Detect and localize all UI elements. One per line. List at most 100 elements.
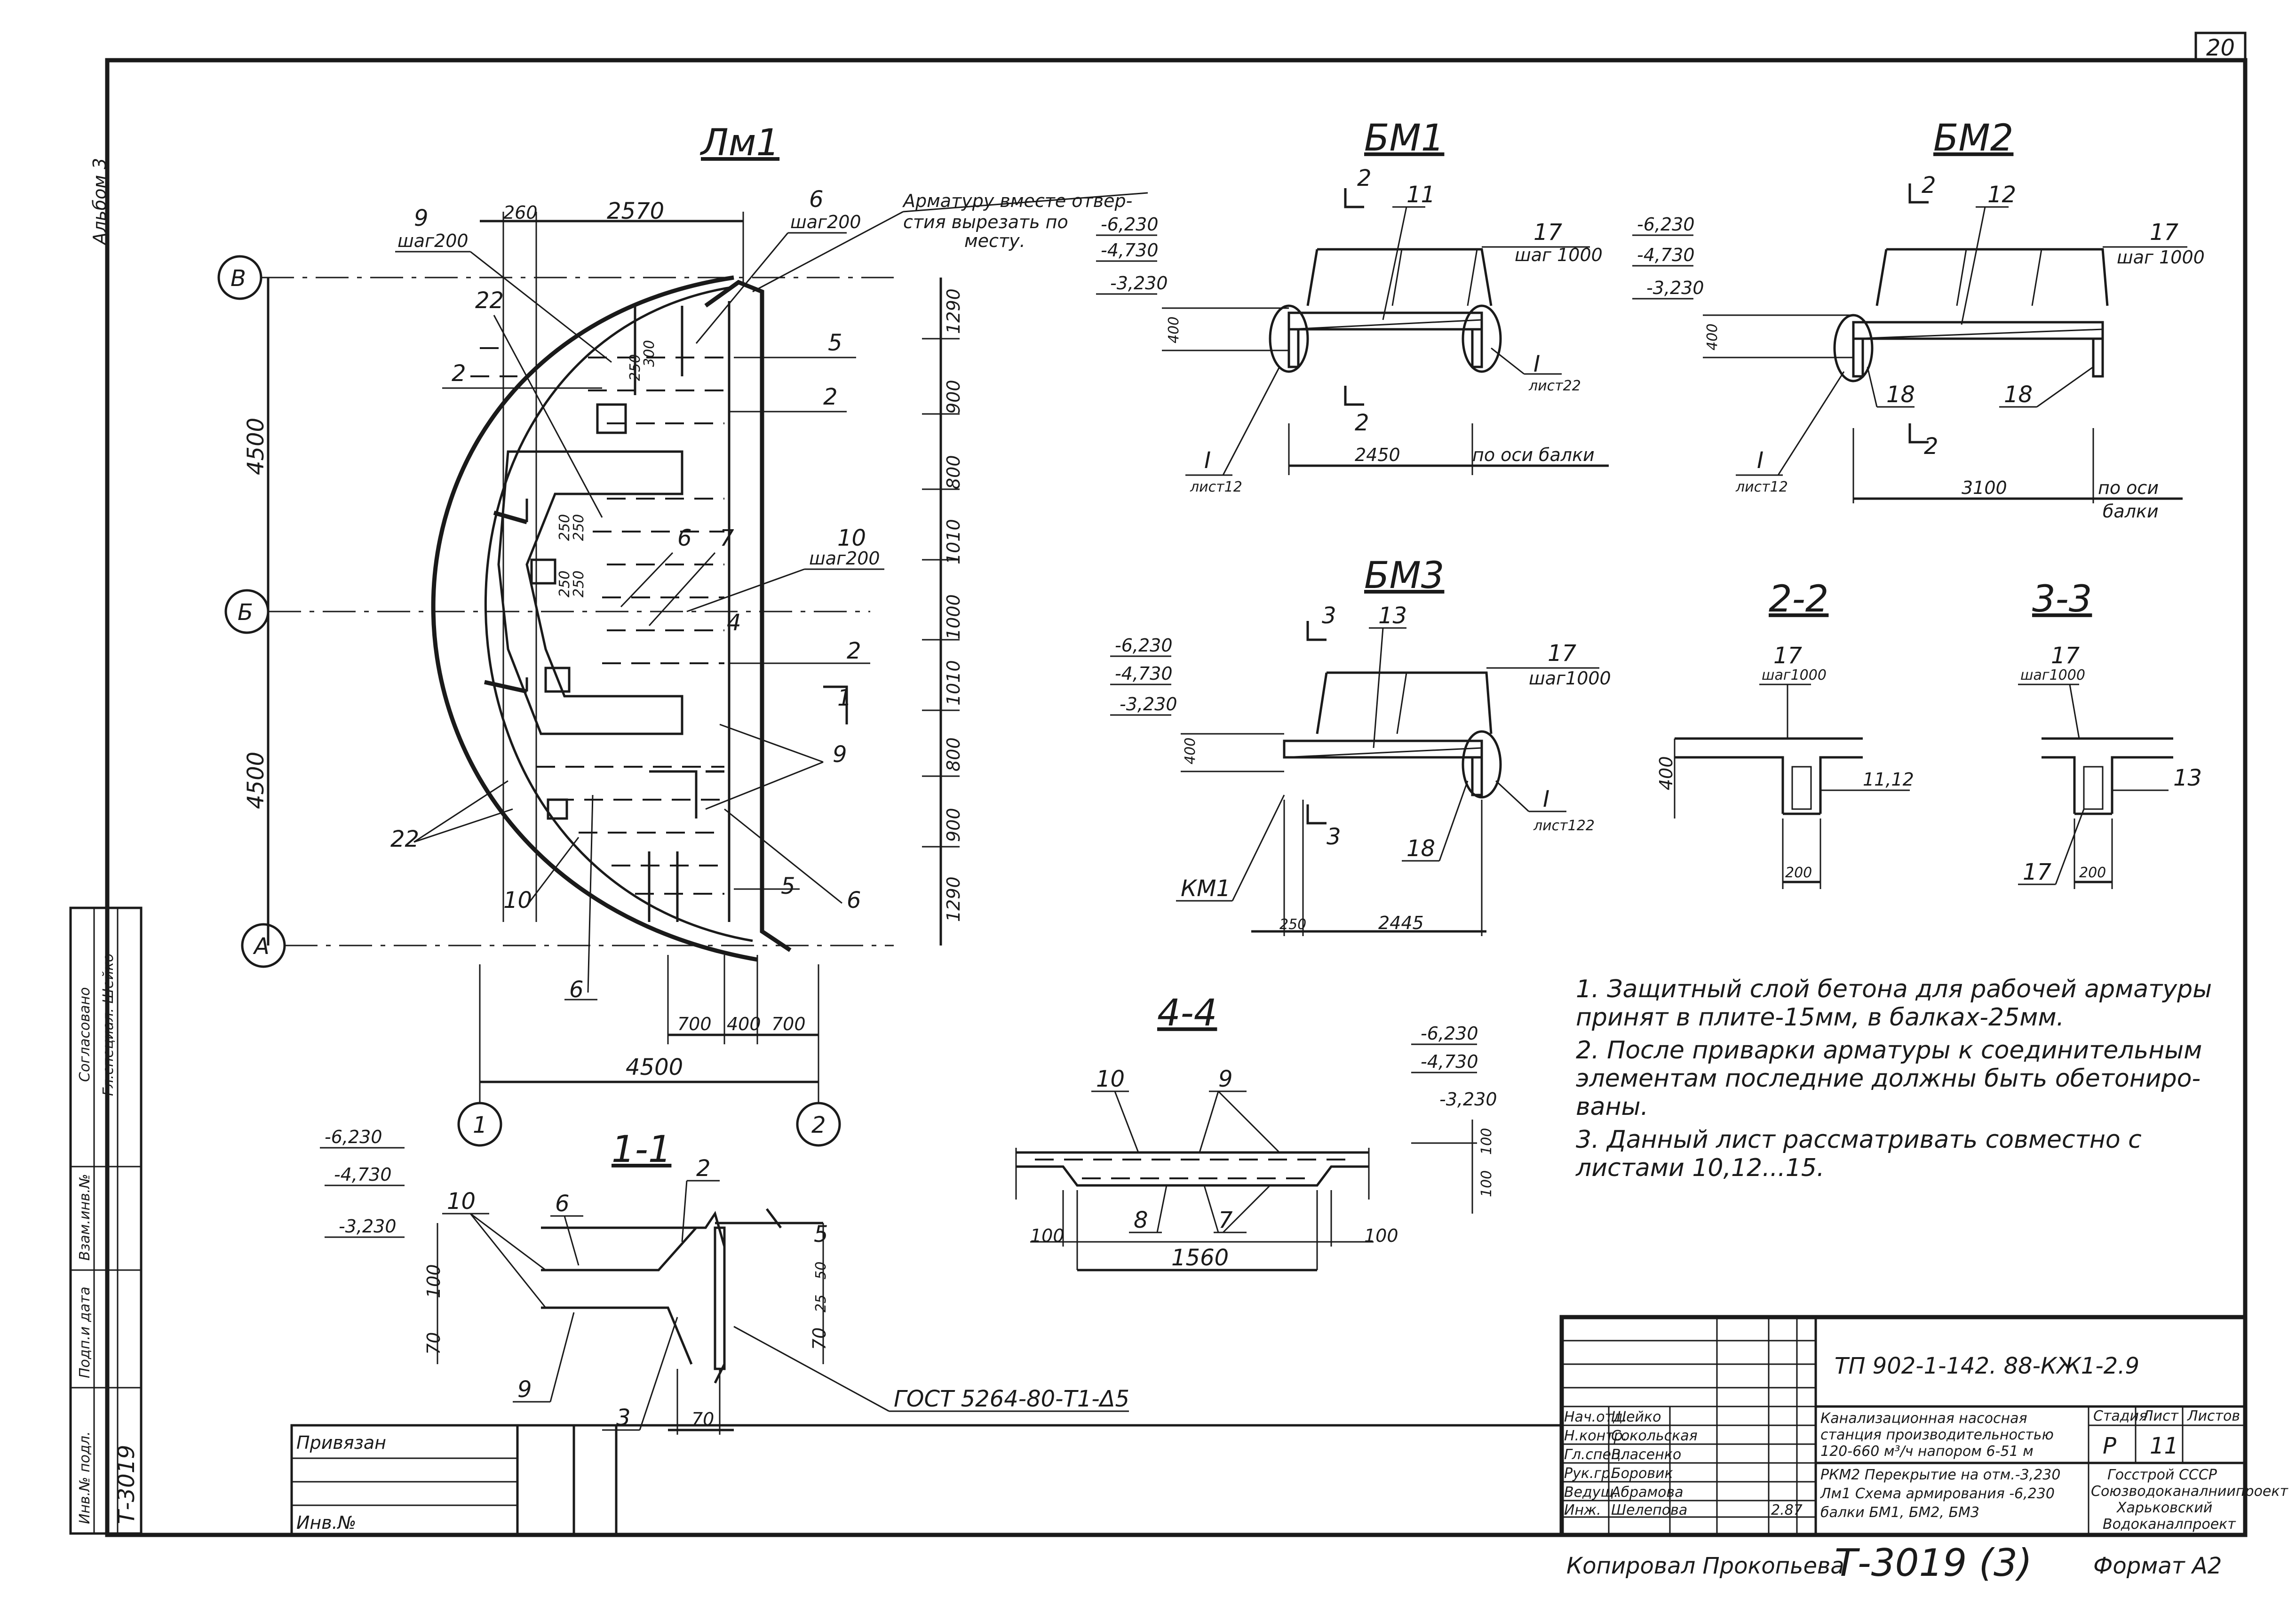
bm2-level-3: -3,230 <box>1646 278 1704 298</box>
s11-n2: 2 <box>696 1155 711 1182</box>
stamp-sign-date: 2.87 <box>1771 1502 1803 1518</box>
s22-n1112: 11,12 <box>1863 769 1914 790</box>
footer-number: Т-3019 (3) <box>1835 1541 2032 1585</box>
lm1-n1-cut: 1 <box>837 685 852 711</box>
lm1-dim-right-3: 800 <box>943 455 964 489</box>
bm1-list12: лист12 <box>1190 479 1242 495</box>
bm2-level-2: -4,730 <box>1637 245 1695 265</box>
bm3-cut-top: 3 <box>1322 603 1336 629</box>
lm1-n22-bottom: 22 <box>390 826 419 852</box>
bm2-cut-top: 2 <box>1922 172 1936 199</box>
s44-dim-v1: 100 <box>1478 1128 1495 1155</box>
bm3-dim400: 400 <box>1182 738 1199 764</box>
lm1-dim-bottom-4500: 4500 <box>626 1054 683 1081</box>
s11-dim-v100: 100 <box>423 1264 444 1298</box>
lm1-n2-b: 2 <box>847 638 861 664</box>
stamp-desc-2: станция производительностью <box>1820 1427 2054 1443</box>
s22-n17: 17 <box>1773 643 1803 669</box>
lm1-sub-dim-5: 250 <box>556 571 573 597</box>
lm1-n6-bottom-r: 6 <box>847 887 861 914</box>
bm3-shag: шаг1000 <box>1529 668 1611 689</box>
s44-level-2: -4,730 <box>1421 1051 1478 1072</box>
stamp-stage: Р <box>2103 1433 2116 1459</box>
view-bm3: БМ3 -6,230 -4,730 -3,230 3 3 13 17 шаг10… <box>1110 555 1611 936</box>
lm1-n4: 4 <box>727 610 741 636</box>
s44-title: 4-4 <box>1157 992 1217 1034</box>
footer-copied: Копировал Прокопьева <box>1566 1553 1844 1579</box>
bm3-n13: 13 <box>1378 603 1407 629</box>
lm1-n6-bottom-l: 6 <box>569 977 584 1003</box>
view-section-2-2: 2-2 17 шаг1000 400 200 11,12 <box>1656 578 1914 889</box>
side-line-5: Т-3019 <box>113 1445 140 1524</box>
footer-format: Формат А2 <box>2093 1553 2222 1579</box>
bm2-roman: I <box>1757 447 1764 474</box>
bm2-po-osi-1: по оси <box>2098 477 2159 498</box>
lm1-dim-bottom-700b: 700 <box>771 1014 806 1034</box>
stamp-role-2: Н.контр. <box>1564 1428 1627 1444</box>
stamp-name-4: Боровик <box>1611 1465 1673 1482</box>
stamp-desc-5: Лм1 Схема армирования -6,230 <box>1820 1486 2055 1502</box>
s11-level-3: -3,230 <box>339 1216 397 1237</box>
sheet-frame: 20 Альбом 3 <box>89 32 2248 1537</box>
stamp-desc-3: 120-660 м³/ч напором 6-51 м <box>1820 1443 2034 1460</box>
note-line-3: 2. После приварки арматуры к соединитель… <box>1576 1036 2202 1065</box>
s11-title: 1-1 <box>612 1128 671 1171</box>
lm1-n22-top: 22 <box>475 287 504 314</box>
s11-n6: 6 <box>555 1191 570 1217</box>
note-line-4: элементам последние должны быть обетонир… <box>1576 1065 2201 1093</box>
lm1-sub-dim-3: 250 <box>556 514 573 541</box>
bm1-level-1: -6,230 <box>1101 214 1159 235</box>
s22-dim200: 200 <box>1785 865 1812 881</box>
view-section-1-1: 1-1 -6,230 -4,730 -3,230 100 70 50 25 70… <box>320 1127 1129 1435</box>
lm1-cut-note-2: стия вырезать по <box>903 212 1068 232</box>
side-stamp: Согласовано Гл.специал. Шейко Взам.инв.№… <box>69 906 143 1535</box>
s11-level-2: -4,730 <box>334 1164 392 1185</box>
s44-level-3: -3,230 <box>1439 1089 1497 1110</box>
s33-dim200: 200 <box>2079 865 2106 881</box>
bm2-n12: 12 <box>1987 182 2016 208</box>
lm1-dim-right-9: 1290 <box>943 876 964 922</box>
lm1-callout-9-shag: шаг200 <box>397 230 469 251</box>
stamp-desc-1: Канализационная насосная <box>1820 1410 2027 1427</box>
s11-n9: 9 <box>517 1376 532 1403</box>
s11-gost: ГОСТ 5264-80-Т1-Δ5 <box>894 1386 1129 1412</box>
bm2-n18-r: 18 <box>2004 381 2033 408</box>
lm1-dim-top-2570: 2570 <box>607 198 664 224</box>
lm1-n6-mid: 6 <box>677 525 692 551</box>
bm2-cut-bottom: 2 <box>1924 433 1938 460</box>
bm3-level-2: -4,730 <box>1115 663 1173 684</box>
lm1-callout-10-shag: шаг200 <box>809 548 880 569</box>
sheet-number: 20 <box>2206 35 2235 61</box>
bm3-dim-250: 250 <box>1279 916 1306 933</box>
lm1-dim-right-7: 800 <box>943 737 964 771</box>
stamp-privyazan: Привязан <box>296 1432 386 1453</box>
lm1-dim-right-6: 1010 <box>943 660 964 706</box>
lm1-n7-mid: 7 <box>720 525 734 551</box>
lm1-dim-bottom-700a: 700 <box>677 1014 712 1034</box>
bm2-level-1: -6,230 <box>1637 214 1695 235</box>
bm1-n11: 11 <box>1406 182 1435 208</box>
stamp-org-3: Харьковский <box>2116 1500 2212 1516</box>
bm1-roman-l: I <box>1204 447 1211 474</box>
stamp-sheet: 11 <box>2150 1433 2178 1459</box>
s11-n3: 3 <box>616 1405 631 1431</box>
bm1-po-osi: по оси балки <box>1472 445 1595 465</box>
bm2-n17: 17 <box>2150 219 2179 246</box>
bm3-n17: 17 <box>1548 640 1577 667</box>
note-line-5: ваны. <box>1576 1093 1648 1121</box>
s11-n10: 10 <box>447 1188 476 1215</box>
stamp-role-5: Ведущ. <box>1564 1484 1618 1501</box>
bm3-km1: КМ1 <box>1181 875 1231 902</box>
s22-title: 2-2 <box>1769 578 1828 620</box>
lm1-sub-dim-4: 250 <box>571 514 587 541</box>
s33-n17b: 17 <box>2023 859 2052 885</box>
note-line-1: 1. Защитный слой бетона для рабочей арма… <box>1576 975 2212 1003</box>
album-label: Альбом 3 <box>89 158 110 246</box>
s22-shag: шаг1000 <box>1762 667 1827 683</box>
side-line-4: Инв.№ подл. <box>77 1431 93 1524</box>
s33-title: 3-3 <box>2032 578 2092 620</box>
bm1-dim-span: 2450 <box>1355 445 1400 465</box>
bm3-list122: лист122 <box>1533 818 1595 834</box>
bm3-level-1: -6,230 <box>1115 635 1173 656</box>
